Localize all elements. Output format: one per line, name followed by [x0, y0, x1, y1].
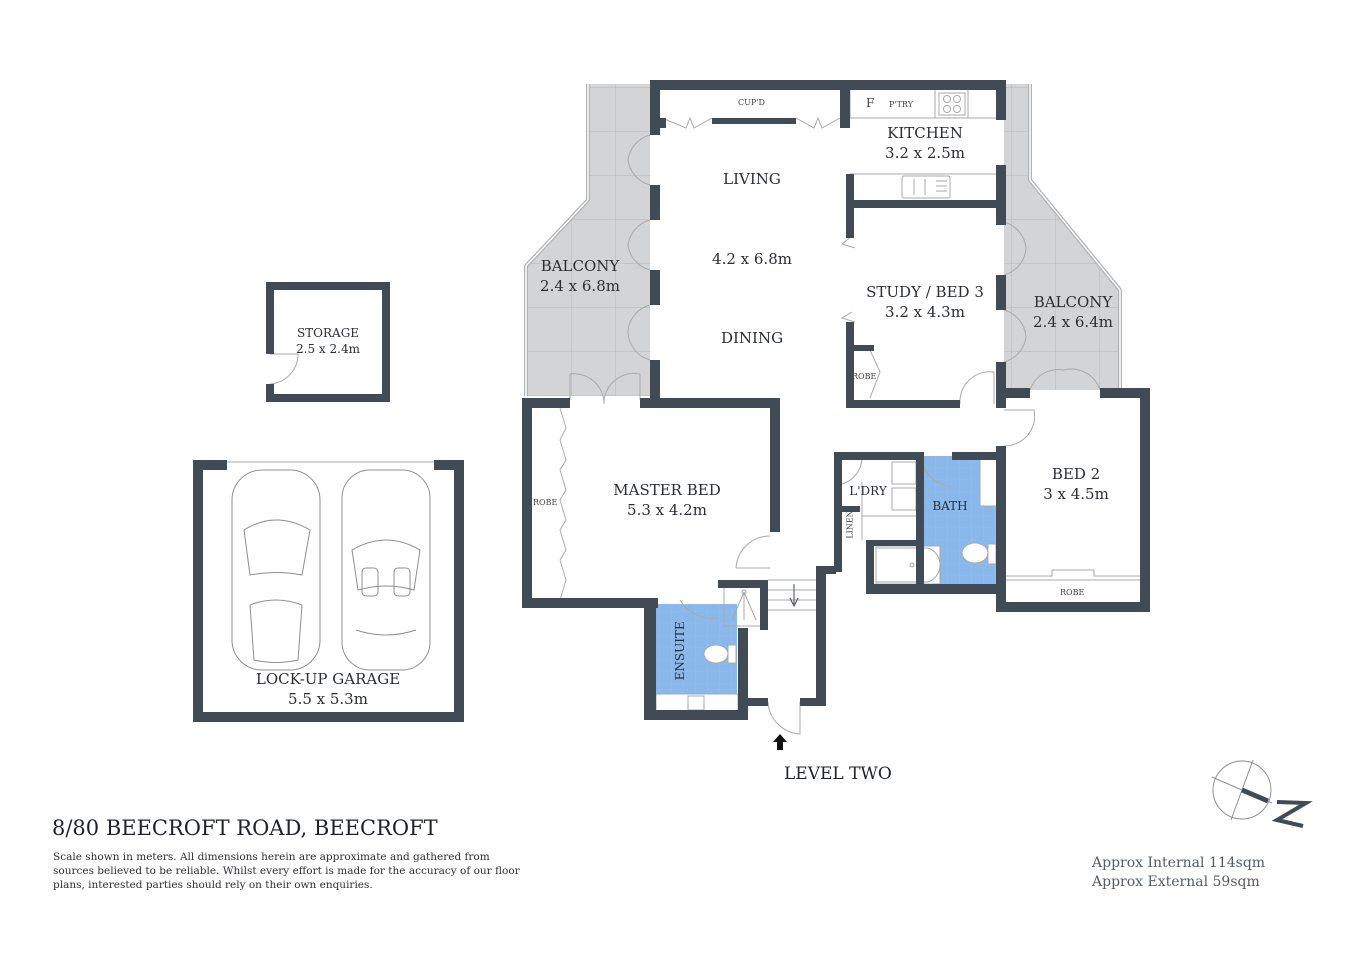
room-name: BED 2: [1051, 465, 1101, 483]
property-address: 8/80 BEECROFT ROAD, BEECROFT: [52, 816, 438, 840]
level-label: LEVEL TWO: [784, 764, 892, 784]
room-ensuite: ENSUITE: [673, 621, 689, 680]
room-name: ENSUITE: [673, 621, 688, 681]
room-living: LIVING: [723, 170, 781, 190]
external-area: Approx External 59sqm: [1092, 874, 1260, 890]
room-name: BATH: [932, 499, 968, 513]
robe-study-label: ROBE: [852, 372, 877, 381]
room-dims: 3 x 4.5m: [1043, 484, 1109, 503]
room-dims: 4.2 x 6.8m: [712, 250, 792, 268]
linen-label: LINEN: [845, 510, 855, 539]
room-bath: BATH: [932, 499, 967, 515]
room-name: DINING: [720, 329, 784, 347]
room-name: LOCK-UP GARAGE: [255, 670, 401, 688]
room-dims: 5.5 x 5.3m: [288, 689, 368, 708]
entry-arrow-icon: [773, 734, 787, 750]
room-dims: 2.4 x 6.8m: [540, 276, 620, 295]
room-name: BALCONY: [540, 257, 620, 275]
room-name: STUDY / BED 3: [866, 283, 984, 301]
internal-area: Approx Internal 114sqm: [1092, 855, 1266, 871]
room-living-dims: 4.2 x 6.8m: [712, 250, 792, 270]
room-name: BALCONY: [1033, 293, 1113, 311]
room-dims: 5.3 x 4.2m: [627, 500, 707, 519]
disclaimer: Scale shown in meters. All dimensions he…: [53, 851, 520, 891]
balcony-west: [524, 84, 650, 396]
pantry-label: P'TRY: [889, 100, 913, 109]
area-summary: Approx Internal 114sqm Approx External 5…: [1092, 854, 1265, 892]
room-laundry: L'DRY: [849, 484, 886, 500]
north-arrow-icon: [1211, 759, 1313, 828]
robe-bed2-label: ROBE: [1060, 588, 1085, 597]
room-name: KITCHEN: [887, 124, 963, 142]
room-dims: 2.5 x 2.4m: [296, 341, 360, 356]
room-dims: 3.2 x 2.5m: [885, 143, 965, 162]
fixture-lines: [226, 90, 1140, 735]
room-dims: 2.4 x 6.4m: [1033, 312, 1113, 331]
robe-master-label: ROBE: [533, 498, 558, 507]
walls: [193, 80, 1150, 722]
room-name: L'DRY: [849, 484, 887, 498]
fridge-label: F: [866, 96, 875, 110]
room-dims: 3.2 x 4.3m: [885, 302, 965, 321]
room-name: MASTER BED: [613, 481, 721, 499]
room-dining: DINING: [721, 329, 783, 349]
cupboard-label: CUP'D: [738, 98, 765, 107]
room-name: LIVING: [723, 170, 781, 188]
car-icons: [231, 469, 431, 671]
room-name: STORAGE: [296, 326, 360, 340]
balcony-east: [1004, 84, 1122, 390]
